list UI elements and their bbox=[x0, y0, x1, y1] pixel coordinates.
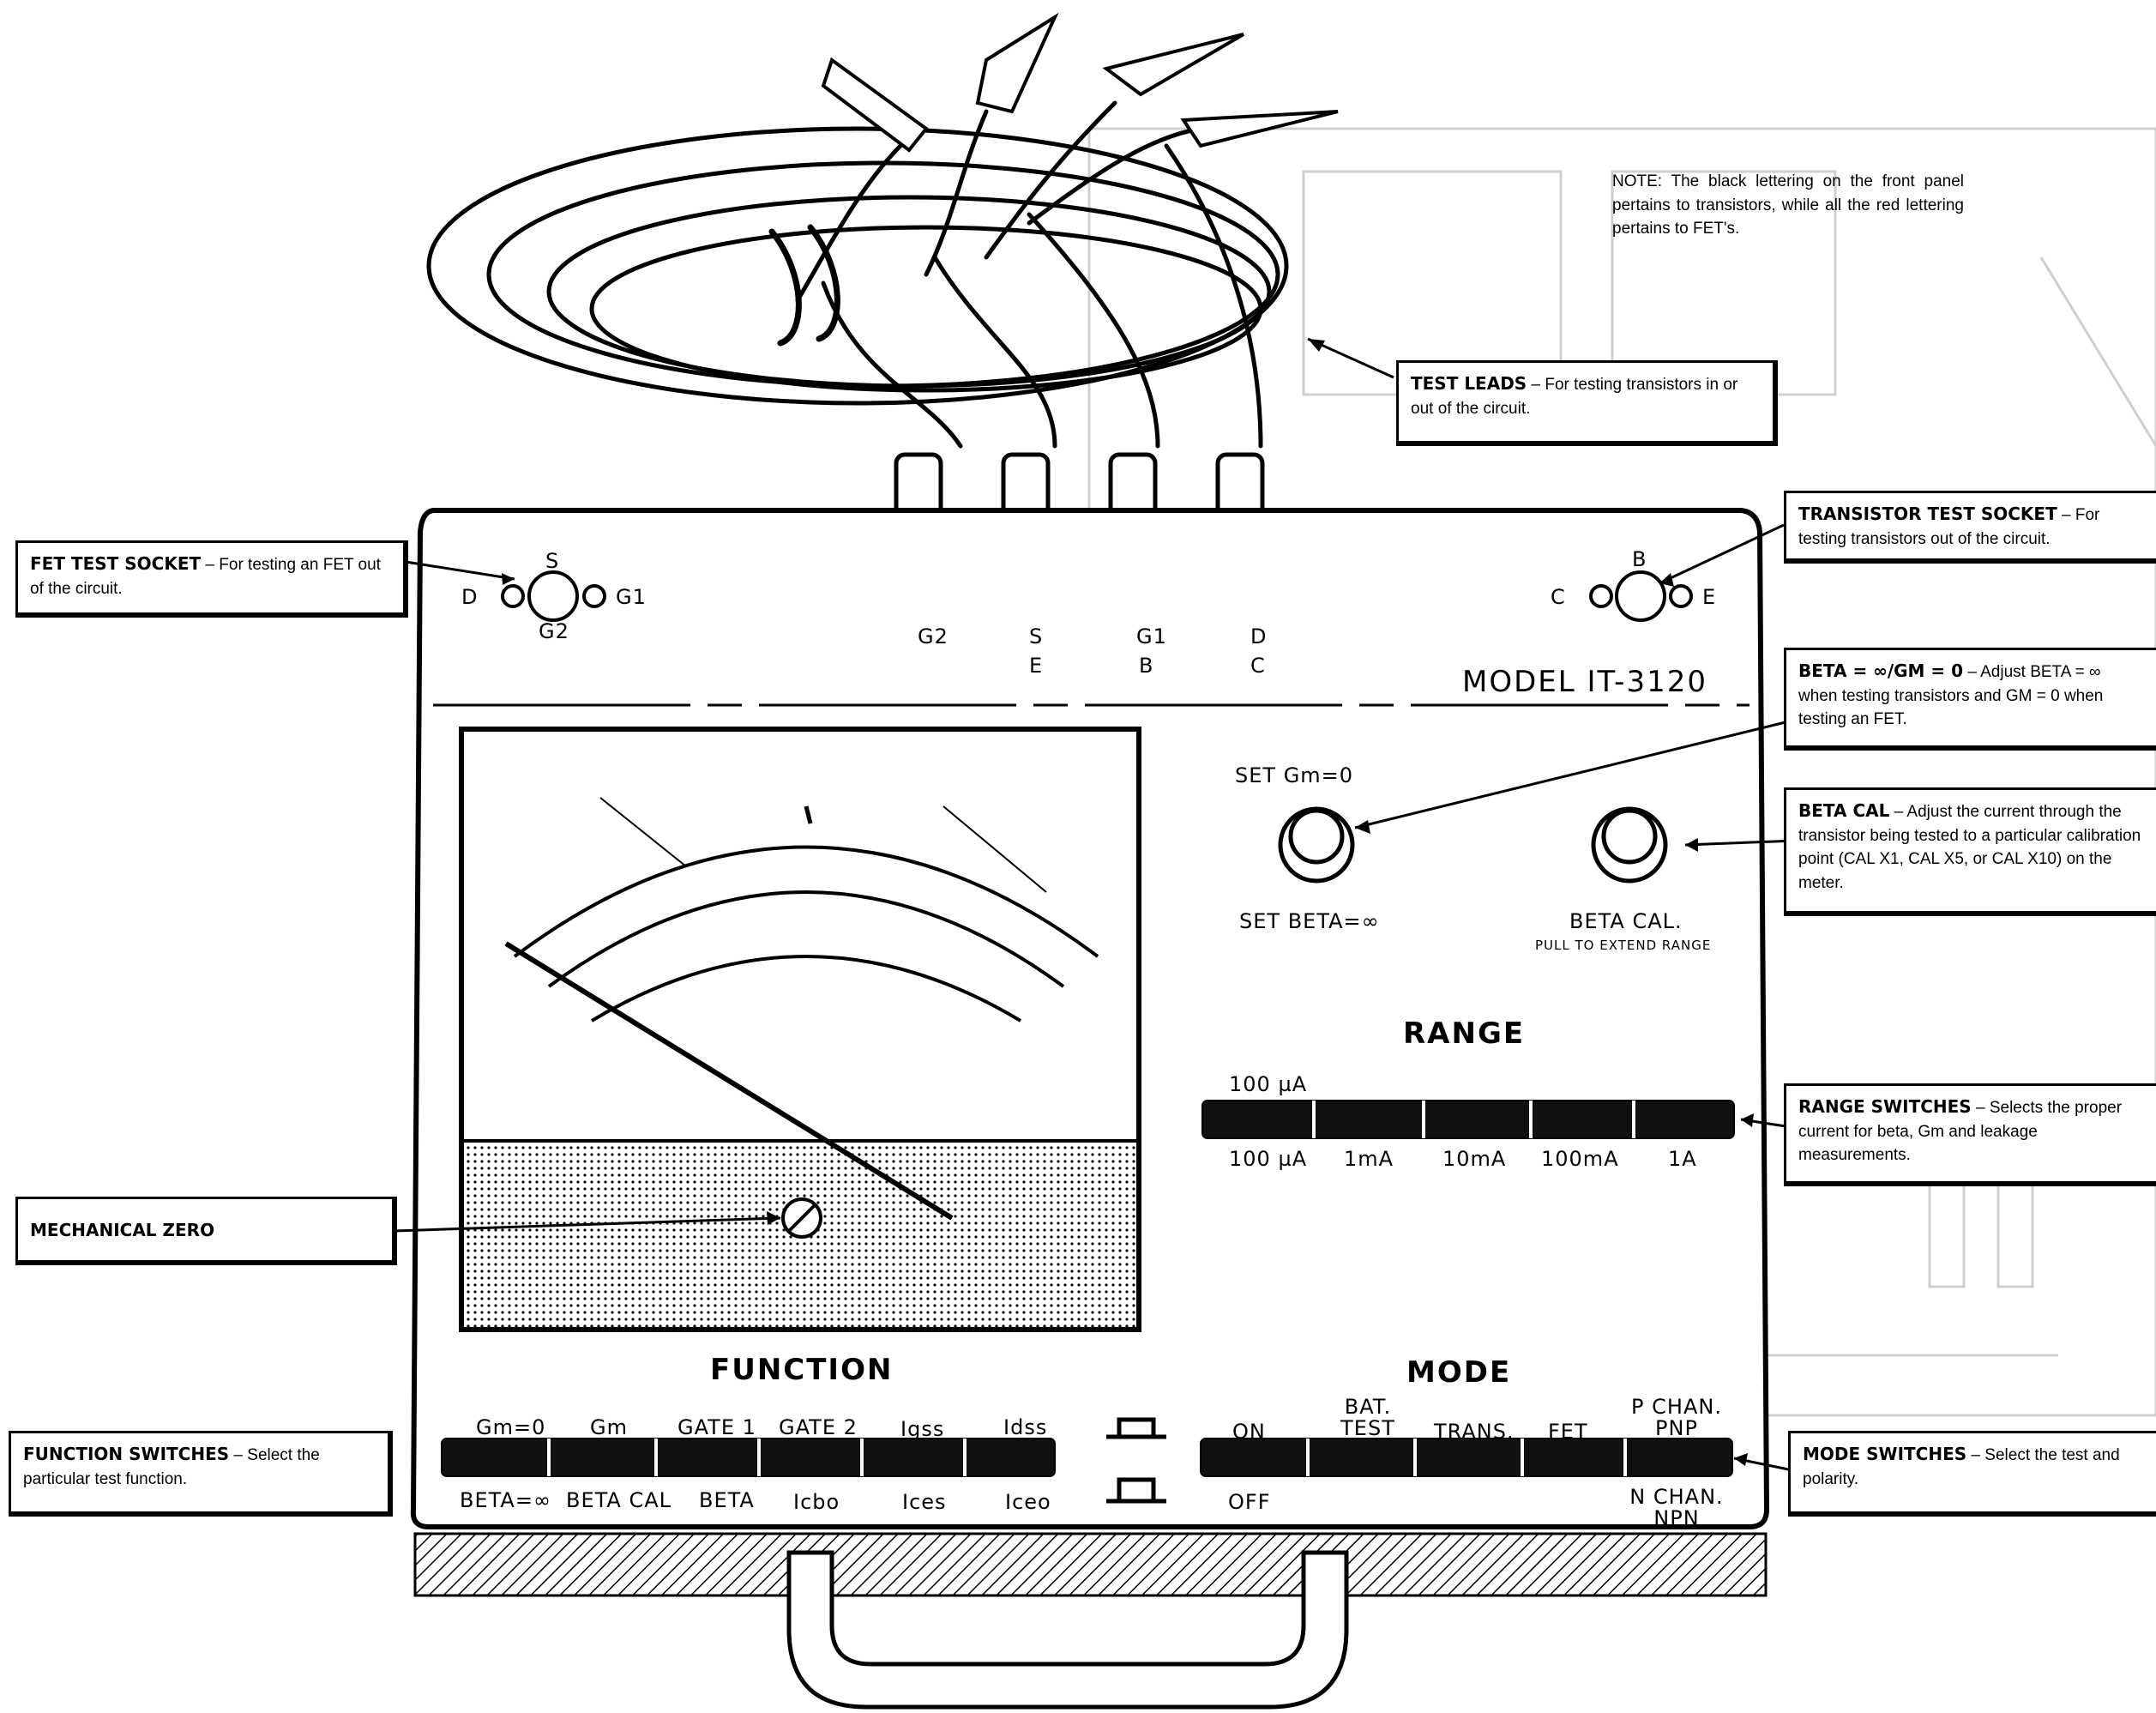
transistor-pin-right: E bbox=[1702, 585, 1717, 609]
callout-text: – Adjust BETA = ∞ when testing transisto… bbox=[1798, 663, 2104, 729]
callout-text: – Adjust the current through the transis… bbox=[1798, 803, 2141, 892]
fet-pin-bottom: G2 bbox=[539, 619, 569, 643]
meter bbox=[459, 727, 1141, 1332]
fet-socket bbox=[501, 570, 606, 622]
callout-mode-switches: MODE SWITCHES – Select the test and pola… bbox=[1788, 1431, 2156, 1517]
function-bottom-label: BETA=∞ bbox=[460, 1488, 551, 1512]
callout-head: FET TEST SOCKET bbox=[30, 553, 202, 574]
switch-dividers bbox=[547, 1101, 1635, 1476]
callout-head: FUNCTION SWITCHES bbox=[23, 1444, 230, 1464]
fet-pin-top: S bbox=[545, 549, 560, 573]
function-top-label: Gm=0 bbox=[476, 1415, 546, 1439]
test-leads bbox=[426, 100, 1289, 449]
callout-text: – Select the test and polarity. bbox=[1803, 1446, 2120, 1488]
range-label: 100 µA bbox=[1229, 1147, 1308, 1171]
transistor-pin-left: C bbox=[1551, 585, 1566, 609]
mode-bottom-off-label: OFF bbox=[1228, 1490, 1271, 1514]
callout-text: – For testing transistors in or out of t… bbox=[1411, 376, 1738, 418]
callout-fet-socket: FET TEST SOCKET – For testing an FET out… bbox=[15, 540, 408, 618]
callout-head: MECHANICAL ZERO bbox=[30, 1220, 215, 1240]
lead-label-fet: S bbox=[1029, 624, 1044, 648]
range-label: 1mA bbox=[1344, 1147, 1394, 1171]
callout-head: RANGE SWITCHES bbox=[1798, 1096, 1972, 1117]
callout-mechanical-zero: MECHANICAL ZERO bbox=[15, 1197, 397, 1265]
model-name: MODEL IT-3120 bbox=[1462, 665, 1707, 699]
lead-label-transistor: B bbox=[1139, 654, 1154, 678]
lead-label-transistor: C bbox=[1250, 654, 1266, 678]
transistor-socket bbox=[1589, 570, 1693, 622]
range-label: 10mA bbox=[1442, 1147, 1507, 1171]
function-top-label: Gm bbox=[590, 1415, 628, 1439]
clip-tips bbox=[821, 12, 1339, 153]
function-top-label: Idss bbox=[1003, 1415, 1048, 1439]
callout-function-switches: FUNCTION SWITCHES – Select the particula… bbox=[9, 1431, 393, 1517]
function-top-label: GATE 2 bbox=[779, 1415, 858, 1439]
function-bottom-label: Icbo bbox=[793, 1490, 840, 1514]
callout-head: TRANSISTOR TEST SOCKET bbox=[1798, 504, 2057, 524]
lead-label-transistor: E bbox=[1029, 654, 1044, 678]
mode-top-label: ON bbox=[1232, 1420, 1266, 1444]
carry-handle bbox=[786, 1550, 1349, 1710]
callout-text: – For testing transistors out of the cir… bbox=[1798, 506, 2100, 548]
range-title: RANGE bbox=[1403, 1016, 1526, 1051]
lead-label-fet: D bbox=[1250, 624, 1268, 648]
mode-top-label: P CHAN. PNP bbox=[1631, 1395, 1722, 1441]
lead-label-fet: G2 bbox=[918, 624, 949, 648]
function-bottom-label: BETA bbox=[699, 1488, 755, 1512]
transistor-pin-top: B bbox=[1632, 547, 1647, 571]
range-label: 100mA bbox=[1541, 1147, 1619, 1171]
callout-beta-cal: BETA CAL – Adjust the current through th… bbox=[1784, 787, 2156, 916]
callout-head: BETA = ∞/GM = 0 bbox=[1798, 660, 1964, 681]
function-top-label: GATE 1 bbox=[678, 1415, 756, 1439]
callout-head: BETA CAL bbox=[1798, 800, 1890, 821]
set-gm-label: SET Gm=0 bbox=[1235, 763, 1354, 787]
function-title: FUNCTION bbox=[710, 1353, 894, 1387]
beta-cal-sublabel: PULL TO EXTEND RANGE bbox=[1535, 938, 1712, 953]
hatched-base bbox=[413, 1532, 1768, 1597]
front-panel-note: NOTE: The black lettering on the front p… bbox=[1612, 172, 1964, 238]
callout-transistor-socket: TRANSISTOR TEST SOCKET – For testing tra… bbox=[1784, 491, 2156, 564]
lead-label-fet: G1 bbox=[1136, 624, 1167, 648]
callout-test-leads: TEST LEADS – For testing transistors in … bbox=[1396, 360, 1778, 446]
callout-range-switches: RANGE SWITCHES – Selects the proper curr… bbox=[1784, 1083, 2156, 1186]
mode-top-label: BAT. TEST bbox=[1340, 1395, 1395, 1441]
callout-text: – Select the particular test function. bbox=[23, 1446, 320, 1488]
set-beta-label: SET BETA=∞ bbox=[1239, 909, 1380, 933]
function-bottom-label: Iceo bbox=[1005, 1490, 1051, 1514]
callout-beta-gm: BETA = ∞/GM = 0 – Adjust BETA = ∞ when t… bbox=[1784, 648, 2156, 751]
range-label: 1A bbox=[1668, 1147, 1697, 1171]
callout-head: MODE SWITCHES bbox=[1803, 1444, 1967, 1464]
mode-top-label: FET bbox=[1548, 1420, 1588, 1444]
mode-title: MODE bbox=[1406, 1355, 1512, 1390]
beta-cal-label: BETA CAL. bbox=[1569, 909, 1683, 933]
callout-head: TEST LEADS bbox=[1411, 373, 1527, 394]
function-bottom-label: Ices bbox=[902, 1490, 947, 1514]
fet-pin-left: D bbox=[461, 585, 479, 609]
knobs bbox=[1278, 806, 1668, 884]
function-bottom-label: BETA CAL bbox=[566, 1488, 672, 1512]
mode-top-label: TRANS. bbox=[1434, 1420, 1515, 1444]
callout-text: – Selects the proper current for beta, G… bbox=[1798, 1099, 2123, 1165]
range-top-label: 100 µA bbox=[1229, 1072, 1308, 1096]
mode-bottom-n-label: N CHAN. NPN bbox=[1629, 1485, 1724, 1531]
fet-pin-right: G1 bbox=[616, 585, 647, 609]
arrowheads bbox=[502, 339, 1754, 1466]
switch-bars bbox=[441, 1100, 1735, 1477]
function-top-label: Igss bbox=[900, 1417, 945, 1441]
callout-text: – For testing an FET out of the circuit. bbox=[30, 556, 381, 598]
switch-position-icons bbox=[1106, 1417, 1166, 1504]
